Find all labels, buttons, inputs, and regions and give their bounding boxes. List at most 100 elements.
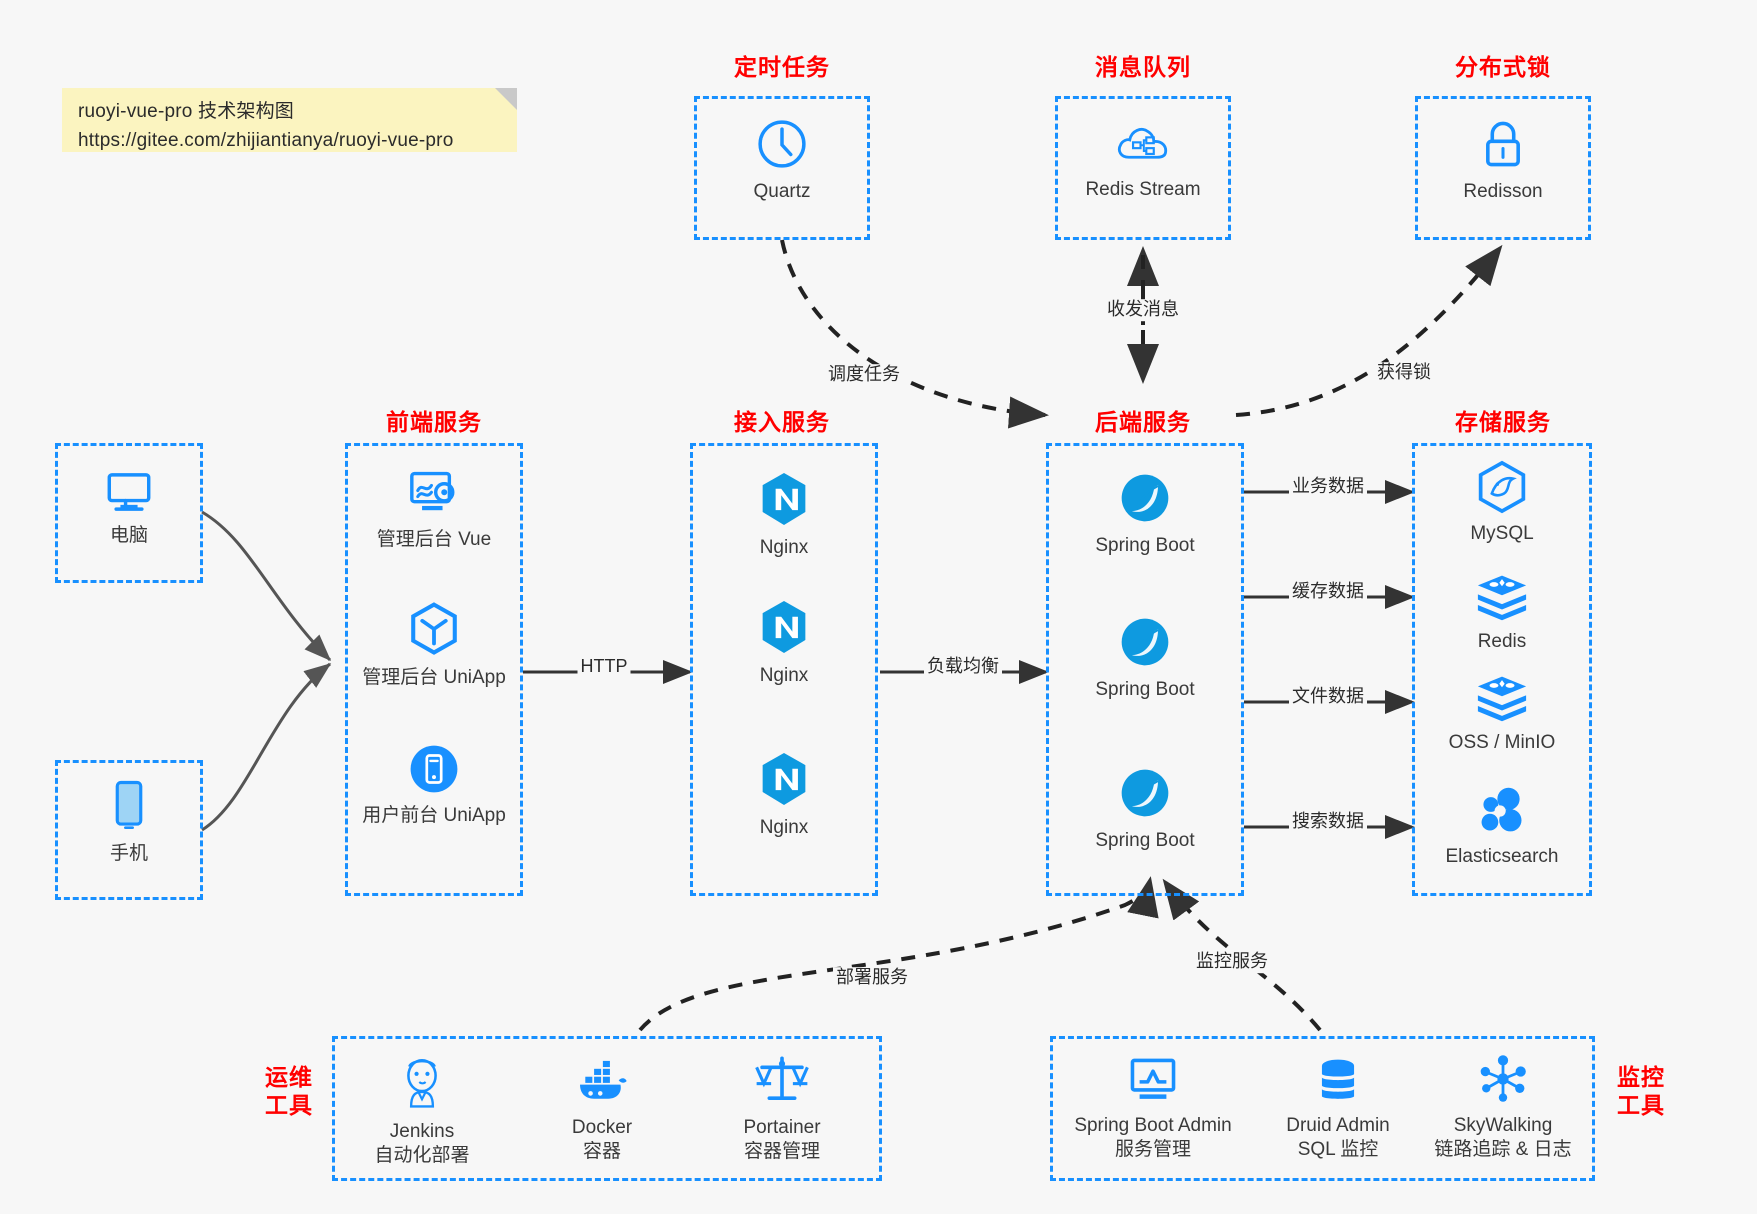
mysql-icon (1476, 460, 1528, 514)
info-note: ruoyi-vue-pro 技术架构图 https://gitee.com/zh… (62, 88, 517, 152)
node-skywalking[interactable]: SkyWalking 链路追踪 & 日志 (1418, 1052, 1588, 1163)
caption-monitor-tools: 监控 工具 (1610, 1063, 1672, 1119)
edge-label-schedule-task: 调度任务 (825, 364, 903, 386)
node-elasticsearch[interactable]: Elasticsearch (1412, 785, 1592, 869)
caption-gateway-service: 接入服务 (734, 409, 830, 435)
group-gateway-service (690, 443, 878, 896)
object-storage-icon (1474, 673, 1530, 723)
node-label: SkyWalking 链路追踪 & 日志 (1434, 1114, 1571, 1163)
edge-label-http: HTTP (577, 656, 631, 678)
node-label-sub: 容器 (582, 1141, 621, 1163)
node-label: Jenkins 自动化部署 (374, 1120, 469, 1169)
node-label-sub: 容器管理 (743, 1141, 820, 1163)
redis-stack-icon (1474, 572, 1530, 622)
node-docker[interactable]: Docker 容器 (522, 1056, 682, 1165)
portainer-scales-icon (753, 1052, 811, 1108)
note-line-url: https://gitee.com/zhijiantianya/ruoyi-vu… (78, 129, 454, 151)
node-phone[interactable]: 手机 (55, 778, 203, 866)
node-label: 管理后台 Vue (376, 529, 492, 550)
node-computer[interactable]: 电脑 (55, 468, 203, 548)
node-label-title: Spring Boot Admin (1074, 1115, 1232, 1136)
node-label-sub: SQL 监控 (1297, 1139, 1379, 1161)
caption-backend-service: 后端服务 (1095, 409, 1191, 435)
desktop-icon (102, 468, 156, 516)
group-backend-service (1046, 443, 1244, 896)
caption-ops-tools-line1: 运维 (265, 1064, 313, 1090)
note-line-title: ruoyi-vue-pro 技术架构图 (78, 101, 295, 122)
edge-label-load-balance: 负载均衡 (924, 656, 1002, 678)
admin-dashboard-icon (405, 468, 463, 520)
docker-icon (573, 1056, 631, 1108)
node-nginx-3[interactable]: Nginx (690, 750, 878, 840)
node-label-sub: 服务管理 (1114, 1139, 1191, 1161)
nginx-icon (758, 470, 810, 528)
node-label: Druid Admin SQL 监控 (1286, 1114, 1390, 1163)
node-user-uniapp[interactable]: 用户前台 UniApp (345, 742, 523, 828)
uniapp-cube-icon (406, 600, 462, 658)
node-oss-minio[interactable]: OSS / MinIO (1412, 673, 1592, 755)
nginx-icon (758, 598, 810, 656)
node-label-title: Docker (571, 1117, 633, 1138)
node-nginx-2[interactable]: Nginx (690, 598, 878, 688)
edge-label-file-data: 文件数据 (1289, 686, 1367, 708)
lock-icon (1478, 116, 1528, 172)
monitor-chart-icon (1125, 1056, 1181, 1106)
elasticsearch-icon (1475, 785, 1529, 837)
node-label: Nginx (759, 665, 809, 686)
node-label: 管理后台 UniApp (362, 667, 506, 688)
node-portainer[interactable]: Portainer 容器管理 (702, 1052, 862, 1165)
group-computer (55, 443, 203, 583)
group-distributed-lock (1415, 96, 1591, 240)
note-fold-corner (495, 88, 517, 110)
caption-storage-service: 存储服务 (1455, 409, 1551, 435)
caption-scheduled-task: 定时任务 (734, 54, 830, 80)
group-frontend-service (345, 443, 523, 896)
group-phone (55, 760, 203, 900)
node-admin-vue[interactable]: 管理后台 Vue (345, 468, 523, 552)
node-jenkins[interactable]: Jenkins 自动化部署 (342, 1052, 502, 1169)
spring-boot-icon (1117, 470, 1173, 526)
node-redis[interactable]: Redis (1412, 572, 1592, 654)
node-label: Nginx (759, 537, 809, 558)
caption-ops-tools-line2: 工具 (265, 1092, 313, 1119)
mobile-app-icon (407, 742, 461, 796)
node-label: 电脑 (109, 525, 148, 546)
database-icon (1312, 1056, 1364, 1106)
skywalking-topology-icon (1476, 1052, 1530, 1106)
node-nginx-1[interactable]: Nginx (690, 470, 878, 560)
node-label-title: Druid Admin (1286, 1115, 1390, 1136)
clock-icon (754, 116, 810, 172)
node-spring-boot-3[interactable]: Spring Boot (1046, 765, 1244, 853)
node-redis-stream[interactable]: Redis Stream (1055, 118, 1231, 202)
node-label: 手机 (109, 843, 148, 864)
group-monitor-tools (1050, 1036, 1595, 1181)
node-label: Spring Boot (1095, 679, 1195, 700)
node-label: Portainer 容器管理 (743, 1116, 820, 1165)
node-redisson[interactable]: Redisson (1415, 116, 1591, 204)
node-label: OSS / MinIO (1448, 732, 1556, 753)
node-spring-boot-2[interactable]: Spring Boot (1046, 614, 1244, 702)
node-mysql[interactable]: MySQL (1412, 460, 1592, 546)
node-admin-uniapp[interactable]: 管理后台 UniApp (345, 600, 523, 690)
edge-label-business-data: 业务数据 (1289, 476, 1367, 498)
node-druid-admin[interactable]: Druid Admin SQL 监控 (1258, 1056, 1418, 1163)
node-spring-boot-1[interactable]: Spring Boot (1046, 470, 1244, 558)
node-label: Docker 容器 (572, 1116, 632, 1165)
node-spring-boot-admin[interactable]: Spring Boot Admin 服务管理 (1058, 1056, 1248, 1163)
node-label-title: Portainer (743, 1117, 821, 1138)
edge-label-deploy-service: 部署服务 (833, 967, 911, 989)
node-label: Redis Stream (1085, 179, 1201, 200)
node-quartz[interactable]: Quartz (694, 116, 870, 204)
spring-boot-icon (1117, 614, 1173, 670)
group-message-queue (1055, 96, 1231, 240)
nginx-icon (758, 750, 810, 808)
edge-label-monitor-service: 监控服务 (1193, 951, 1271, 973)
edge-label-search-data: 搜索数据 (1289, 811, 1367, 833)
spring-boot-icon (1117, 765, 1173, 821)
cloud-stream-icon (1114, 118, 1172, 170)
node-label-sub: 链路追踪 & 日志 (1434, 1139, 1572, 1161)
node-label: MySQL (1470, 523, 1534, 544)
caption-ops-tools: 运维 工具 (258, 1063, 320, 1119)
edge-label-cache-data: 缓存数据 (1289, 581, 1367, 603)
